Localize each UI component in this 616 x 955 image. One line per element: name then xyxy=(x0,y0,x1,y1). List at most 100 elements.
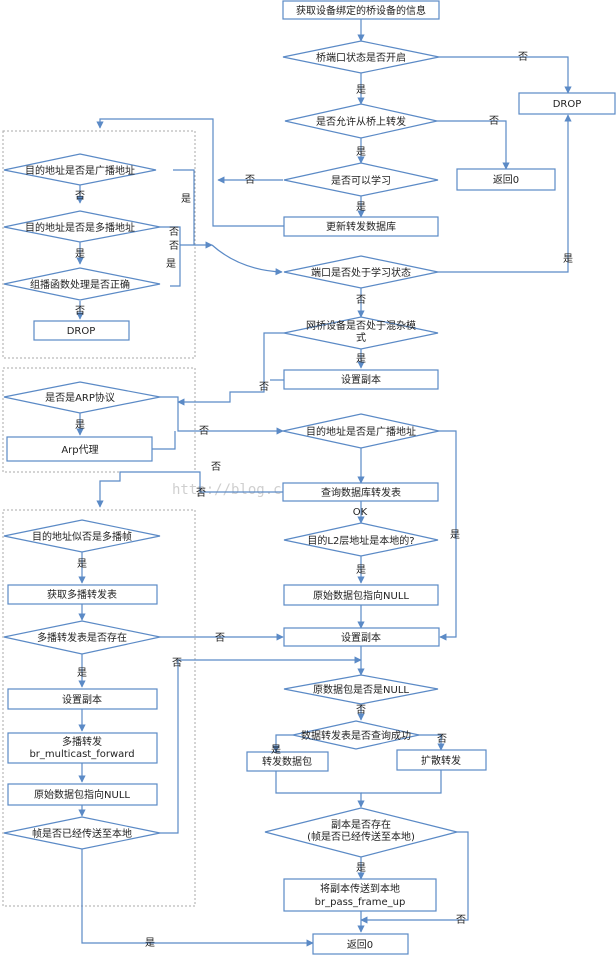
text-dst-multicast-frame: 目的地址似否是多播帧 xyxy=(32,530,132,543)
node-return0-b xyxy=(312,933,409,955)
label-yes: 是 xyxy=(145,937,155,949)
text-pass-up-line1: 将副本传送到本地 xyxy=(320,882,400,895)
label-yes: 是 xyxy=(75,248,85,260)
label-yes: 是 xyxy=(271,744,281,756)
label-yes: 是 xyxy=(356,353,366,365)
label-no: 否 xyxy=(356,294,366,306)
node-set-copy-1 xyxy=(283,369,439,390)
text-drop-left: DROP xyxy=(67,326,96,337)
node-set-copy-2 xyxy=(283,627,440,647)
node-forward-pkt xyxy=(246,751,329,772)
node-pass-up xyxy=(283,878,437,912)
text-mcast-fwd-line1: 多播转发 xyxy=(62,735,102,748)
text-arp-proxy: Arp代理 xyxy=(61,444,98,456)
decision-left-is-broadcast xyxy=(3,153,157,186)
label-yes: 是 xyxy=(181,193,191,205)
label-no: 否 xyxy=(169,226,179,238)
decision-multicast-ok xyxy=(3,267,161,301)
label-no: 否 xyxy=(259,381,269,393)
decision-learning-state xyxy=(283,255,439,289)
text-mcast-fwd-line2: br_multicast_forward xyxy=(29,749,134,760)
label-yes: 是 xyxy=(166,258,176,270)
text-copy-exists-line1: 副本是否存在 xyxy=(331,818,391,831)
text-can-learn: 是否可以学习 xyxy=(331,174,391,187)
label-no: 否 xyxy=(75,305,85,317)
node-flood-fwd xyxy=(396,749,487,771)
decision-dst-multicast-frame xyxy=(3,519,161,553)
text-mcast-table-exists: 多播转发表是否存在 xyxy=(37,631,127,644)
node-orig-null-1 xyxy=(283,584,439,606)
node-return0-a xyxy=(456,168,556,191)
label-yes: 是 xyxy=(356,201,366,213)
node-start xyxy=(282,0,440,20)
decision-mcast-table-exists xyxy=(3,620,161,655)
label-yes: 是 xyxy=(356,84,366,96)
label-yes: 是 xyxy=(356,146,366,158)
decision-copy-exists xyxy=(264,807,458,858)
decision-is-l2-local xyxy=(283,522,439,557)
text-promisc-line2: 式 xyxy=(356,331,366,344)
decision-orig-is-null xyxy=(283,674,439,705)
text-set-copy-3: 设置副本 xyxy=(62,693,102,706)
label-no: 否 xyxy=(211,461,221,473)
text-start: 获取设备绑定的桥设备的信息 xyxy=(296,4,426,17)
text-set-copy-1: 设置副本 xyxy=(341,373,381,386)
text-promisc-line1: 网桥设备是否处于混杂模 xyxy=(306,319,416,332)
decision-is-arp xyxy=(3,381,161,414)
node-update-db xyxy=(283,216,439,237)
node-query-db xyxy=(282,482,439,502)
text-left-is-broadcast: 目的地址是否是广播地址 xyxy=(25,164,135,177)
text-update-db: 更新转发数据库 xyxy=(326,220,396,233)
text-frame-sent-local: 帧是否已经传送至本地 xyxy=(32,827,132,840)
label-no: 否 xyxy=(489,115,499,127)
label-ok: OK xyxy=(353,507,368,518)
text-multicast-ok: 组播函数处理是否正确 xyxy=(30,278,130,291)
label-yes: 是 xyxy=(77,667,87,679)
label-no: 否 xyxy=(245,174,255,186)
text-query-db: 查询数据库转发表 xyxy=(321,486,401,499)
node-arp-proxy xyxy=(6,436,153,462)
decision-query-success xyxy=(292,720,420,750)
decision-promisc xyxy=(283,316,439,350)
text-orig-is-null: 原数据包是否是NULL xyxy=(313,683,409,696)
node-orig-null-2 xyxy=(7,783,158,806)
decision-allow-forward xyxy=(284,103,438,139)
text-copy-exists-line2: (帧是否已经传送至本地) xyxy=(307,830,415,843)
text-forward-pkt: 转发数据包 xyxy=(262,755,312,768)
label-yes: 是 xyxy=(77,558,87,570)
decision-port-open xyxy=(282,40,440,74)
text-is-l2-local: 目的L2层地址是本地的? xyxy=(307,534,414,547)
text-port-open: 桥端口状态是否开启 xyxy=(316,51,406,64)
decision-frame-sent-local xyxy=(3,816,161,850)
label-no: 否 xyxy=(456,914,466,926)
node-drop-right xyxy=(518,92,616,115)
text-return0-a: 返回0 xyxy=(493,174,519,186)
label-yes: 是 xyxy=(450,529,460,541)
text-drop-right: DROP xyxy=(553,99,582,110)
label-no: 否 xyxy=(196,487,206,499)
decision-is-broadcast-main xyxy=(282,413,440,449)
text-is-broadcast-main: 目的地址是否是广播地址 xyxy=(306,425,416,438)
connectors xyxy=(76,19,572,947)
label-no: 否 xyxy=(437,733,447,745)
label-yes: 是 xyxy=(75,419,85,431)
decision-left-is-multicast xyxy=(3,210,161,243)
text-return0-b: 返回0 xyxy=(347,939,373,951)
group-frame-left-multicast xyxy=(2,509,196,907)
text-get-mcast-table: 获取多播转发表 xyxy=(47,588,117,601)
label-no: 否 xyxy=(75,190,85,202)
label-no: 否 xyxy=(215,632,225,644)
node-set-copy-3 xyxy=(7,688,158,710)
text-pass-up-line2: br_pass_frame_up xyxy=(315,897,406,908)
label-no: 否 xyxy=(169,240,179,252)
text-set-copy-2: 设置副本 xyxy=(341,631,381,644)
text-flood-fwd: 扩散转发 xyxy=(421,754,461,767)
node-drop-left xyxy=(33,320,130,341)
label-no: 否 xyxy=(172,657,182,669)
group-frame-left-arp xyxy=(2,367,196,473)
text-left-is-multicast: 目的地址是否是多播地址 xyxy=(25,221,135,234)
decision-can-learn xyxy=(283,162,439,197)
node-get-mcast-table xyxy=(7,584,158,605)
text-query-success: 数据转发表是否查询成功 xyxy=(301,729,411,742)
